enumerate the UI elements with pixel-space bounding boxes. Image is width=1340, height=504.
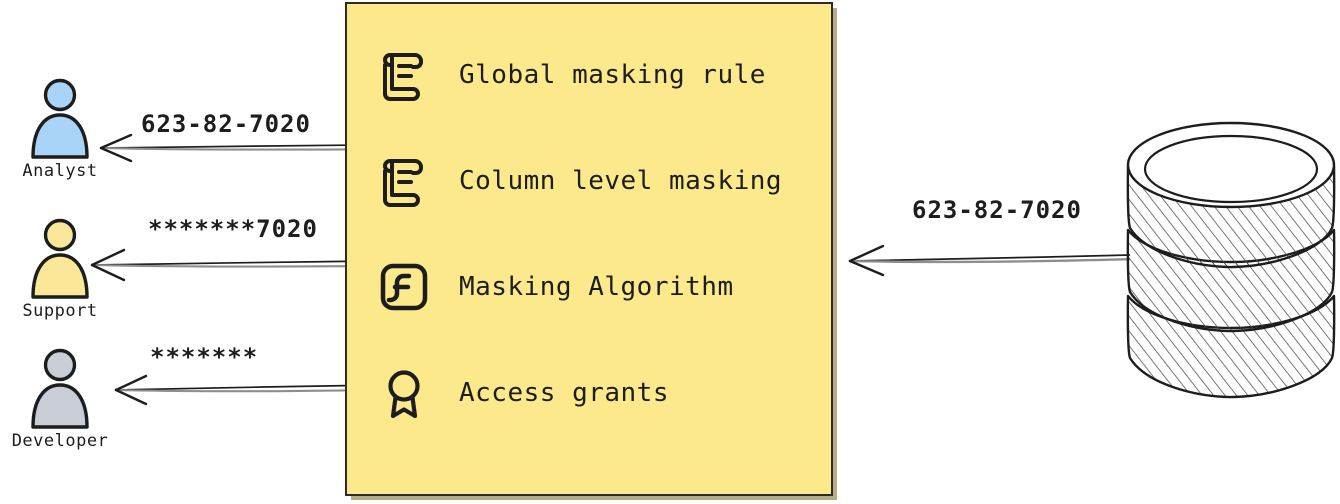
arrow-to-analyst [99, 133, 346, 163]
policy-item-label: Access grants [459, 378, 669, 408]
scroll-icon [377, 154, 431, 208]
user-icon [31, 348, 89, 429]
policy-item-column-level-masking[interactable]: Column level masking [377, 152, 817, 210]
arrow-from-database [848, 244, 1131, 277]
function-icon [377, 260, 431, 314]
flow-value-analyst: 623-82-7020 [141, 110, 311, 138]
arrow-to-support [90, 248, 346, 282]
actor-support: Support [0, 218, 120, 321]
policy-item-global-masking-rule[interactable]: Global masking rule [377, 46, 817, 104]
arrow-to-developer [114, 374, 347, 406]
actor-label: Developer [11, 431, 109, 451]
policy-item-access-grants[interactable]: Access grants [377, 364, 817, 422]
policy-item-label: Masking Algorithm [459, 272, 734, 302]
actor-developer: Developer [0, 348, 120, 451]
user-icon [31, 78, 89, 159]
masking-policy-panel: Global masking rule Column level masking [345, 2, 833, 496]
actor-analyst: Analyst [0, 78, 120, 181]
user-icon [31, 218, 89, 299]
policy-item-masking-algorithm[interactable]: Masking Algorithm [377, 258, 817, 316]
actor-label: Analyst [22, 161, 98, 181]
policy-item-label: Global masking rule [459, 60, 766, 90]
actor-label: Support [22, 301, 98, 321]
masking-policy-list: Global masking rule Column level masking [377, 46, 817, 470]
scroll-icon [377, 48, 431, 102]
flow-value-support: *******7020 [148, 215, 318, 243]
award-icon [377, 366, 431, 420]
database-icon [1122, 118, 1340, 400]
flow-value-source: 623-82-7020 [912, 196, 1082, 224]
policy-item-label: Column level masking [459, 166, 783, 196]
flow-value-developer: ******* [150, 343, 259, 371]
